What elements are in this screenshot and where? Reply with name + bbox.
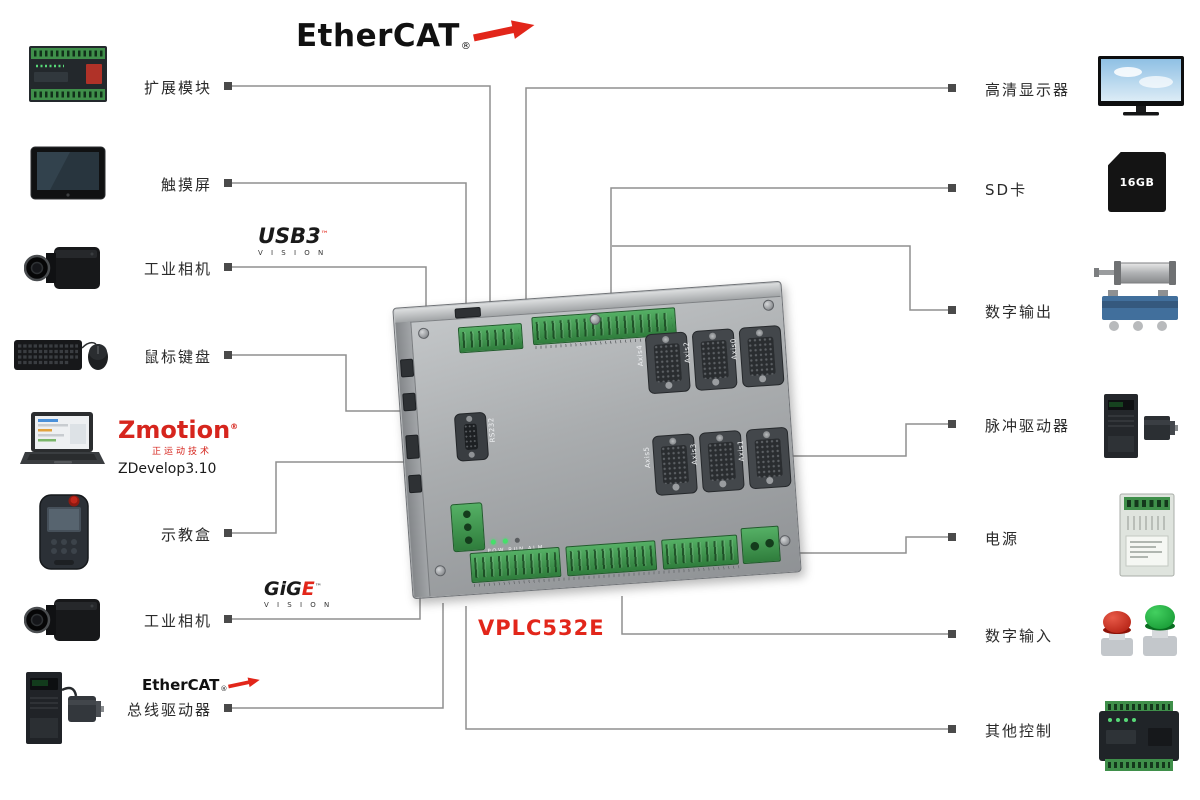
axis4-label: Axis4 [635,344,645,367]
label-touch-screen: 触摸屏 [160,176,212,194]
label-industrial-camera-gige: 工业相机 [143,612,212,630]
usb-port-2 [407,474,423,494]
label-bus-driver: 总线驱动器 [126,701,212,719]
io-terminal-bottom-2 [565,540,658,577]
pulse-servo-drive-image [1100,392,1180,462]
laptop-image [20,412,106,470]
ethercat-small-arrow-icon [228,677,261,689]
pow-led [490,539,497,545]
axis0-connector [738,324,785,388]
label-sd-card: SD卡 [985,181,1028,199]
io-terminal-bottom-1 [469,546,562,584]
sd-card-image: 16GB [1108,152,1166,212]
zmotion-tagline: 正运动技术 [152,447,213,457]
label-digital-output: 数字输出 [985,303,1054,321]
label-teach-pendant: 示教盒 [160,526,212,544]
pneumatic-valve-image [1094,260,1186,340]
wire-hd-display [525,87,950,309]
wire-digital-input [621,596,950,635]
label-industrial-camera-usb: 工业相机 [143,260,212,278]
wire-teach-pendant [232,461,412,534]
industrial-camera-gige-image [23,592,104,648]
axis0-label: Axis0 [729,337,739,360]
zmotion-reg-mark: ® [230,422,239,431]
touch-screen-image [30,146,106,204]
ethercat-small-text: EtherCAT [142,676,220,694]
label-mouse-keyboard: 鼠标键盘 [143,348,212,366]
ethercat-reg-mark: ® [460,41,471,52]
teach-pendant-image [28,492,100,574]
axis3-label: Axis3 [689,443,699,465]
label-pulse-driver: 脉冲驱动器 [985,417,1071,435]
wire-bus-driver [232,603,444,709]
power-supply-image [1118,490,1176,578]
ethercat-port [454,306,482,319]
ethercat-arrow-icon [472,20,535,42]
io-terminal-bottom-3 [661,534,740,570]
zmotion-brand-text: Zmotion [118,416,231,444]
gige-vision-text: V I S I O N [264,601,333,609]
label-other-control: 其他控制 [985,722,1054,740]
hd-display-image [1098,56,1184,118]
io-terminal-top-left [457,322,524,354]
axis2-label: Axis2 [682,341,692,364]
wire-expansion-module [232,85,491,322]
alm-led [514,537,520,543]
power-connector [450,502,486,553]
axis5-label: Axis5 [642,446,653,469]
zdevelop-version-text: ZDevelop3.10 [118,461,217,477]
ethercat-logo-text: EtherCAT [296,18,460,54]
expansion-module-image [28,42,108,106]
power-terminal [740,525,781,565]
usb3-vision-logo: USB3™ V I S I O N [258,224,329,257]
push-buttons-image [1096,600,1182,662]
mouse-keyboard-image [14,328,110,378]
label-hd-display: 高清显示器 [985,81,1071,99]
lan-port [405,434,420,460]
ethernet-port [399,358,415,378]
sd-card-capacity: 16GB [1119,175,1155,189]
ethercat-logo-small: EtherCAT ® [142,674,261,694]
wire-mouse-keyboard [232,354,410,412]
axis1-connector [745,426,792,490]
usb3-vision-text: V I S I O N [258,249,327,257]
gige-logo-text: GiG [264,578,302,600]
usb3-logo-text: USB3 [258,224,321,248]
ethercat-small-reg-mark: ® [220,685,228,693]
industrial-camera-usb-image [23,240,104,296]
zmotion-logo-block: Zmotion® 正运动技术 ZDevelop3.10 [118,418,238,477]
io-controller-image [1096,698,1182,774]
rs232-port [453,411,490,462]
bus-servo-drive-image [24,670,104,746]
usb-port [402,392,417,412]
wire-pulse-driver [790,423,950,457]
ethercat-logo-main: EtherCAT ® [296,14,535,54]
label-expansion-module: 扩展模块 [143,79,212,97]
gige-vision-logo: GiGE™ V I S I O N [264,578,332,609]
wire-power [776,536,950,554]
gige-tm-mark: ™ [314,582,322,591]
label-power-supply: 电源 [985,530,1020,548]
axis1-label: Axis1 [736,439,746,462]
vplc-controller: Axis4 Axis2 Axis0 Axis5 Axis3 Axis1 RS23… [392,280,802,600]
controller-model-label: VPLC532E [478,616,605,640]
gige-logo-e: E [301,578,315,600]
usb3-tm-mark: ™ [320,229,329,239]
run-led [502,538,509,544]
label-digital-input: 数字输入 [985,627,1054,645]
